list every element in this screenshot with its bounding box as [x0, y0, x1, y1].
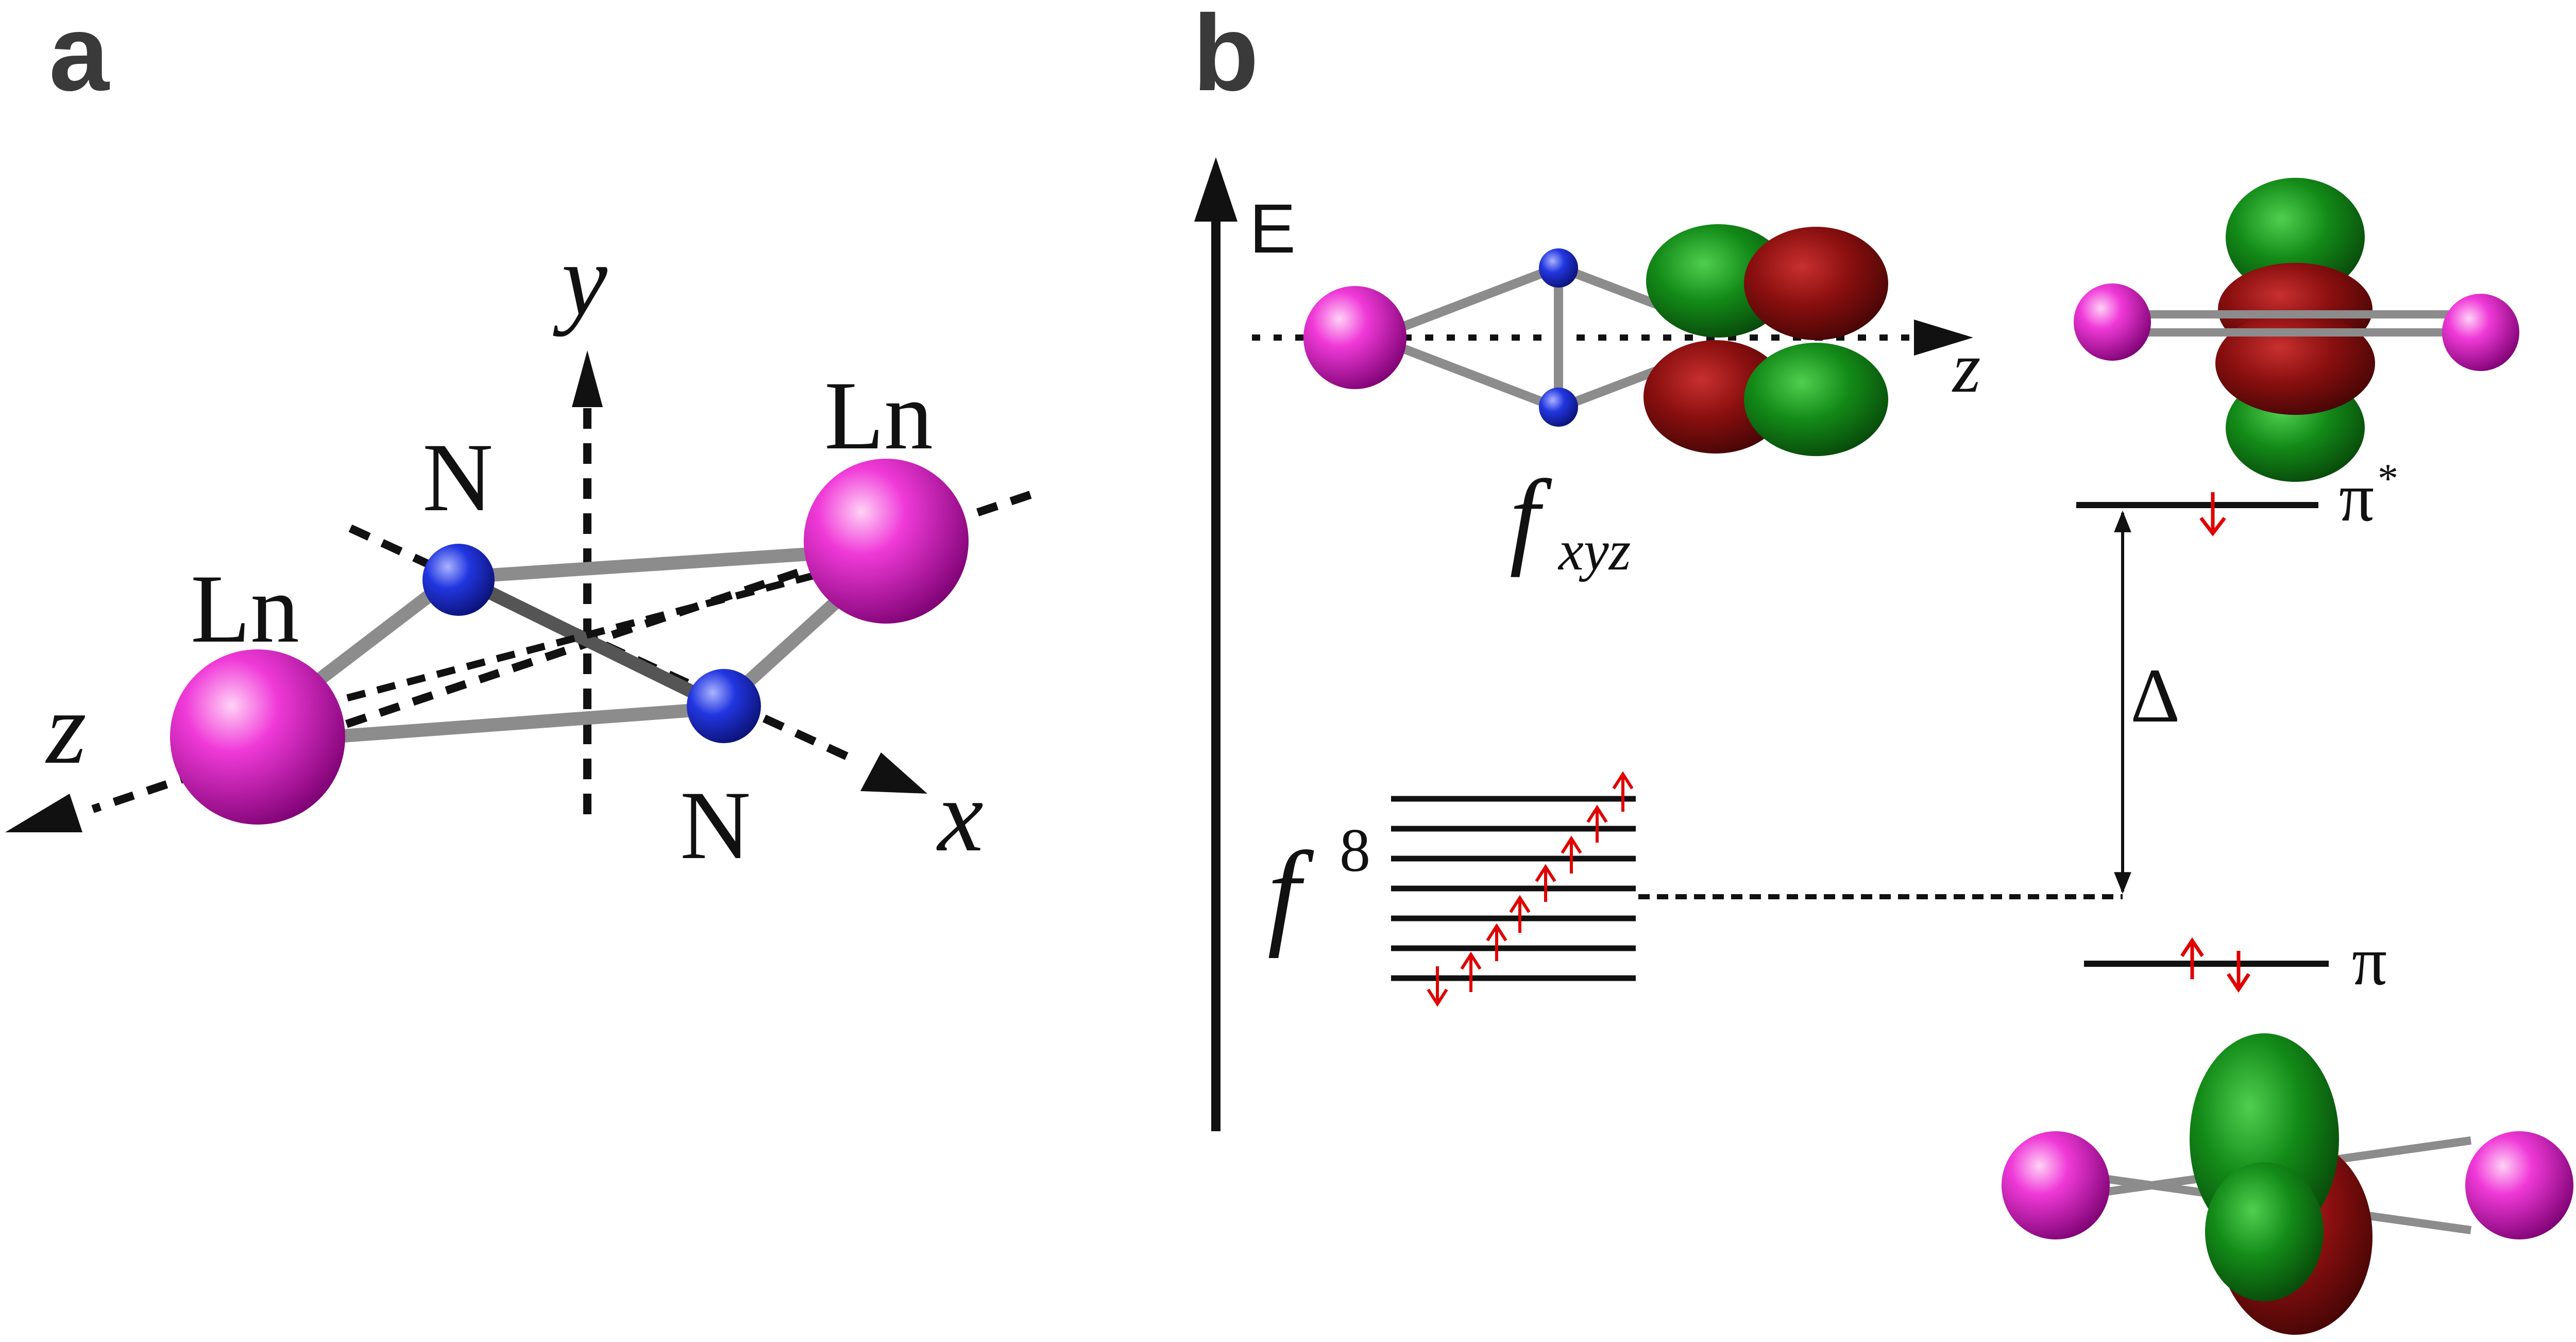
electron-spin-arrow-icon [1427, 966, 1448, 1007]
fxyz-label-main: f [1510, 458, 1552, 578]
energy-axis-label: E [1249, 190, 1296, 267]
y-axis [572, 350, 603, 814]
orbital-lobe-icon [1643, 340, 1788, 454]
x-axis [348, 524, 927, 794]
ln-atom-icon [2074, 283, 2151, 361]
n-atom-icon [1539, 388, 1578, 427]
pi-label: π [2352, 923, 2387, 1000]
y-axis-label: y [553, 223, 607, 337]
n-atom-icon [1539, 248, 1578, 288]
x-axis-arrowhead [860, 752, 927, 794]
y-axis-arrowhead [572, 350, 603, 407]
ln-atom-icon [1303, 286, 1406, 389]
z-axis-arrowhead [5, 794, 82, 832]
pi-star-label: π [2339, 459, 2374, 536]
x-axis-label: x [936, 759, 984, 873]
electron-spin-arrow-icon [1509, 895, 1531, 933]
electron-spin-arrow-icon [1586, 804, 1608, 843]
panel-a: a Ln Ln N N [5, 0, 1032, 880]
z-axis-arrowhead-b [1914, 320, 1973, 356]
orbital-lobe-icon [1744, 343, 1888, 456]
pi-star-orbital-picture [2074, 178, 2519, 482]
n-atom-icon [422, 544, 495, 616]
ln-atom-icon [2002, 1131, 2110, 1239]
orbital-lobe-icon [2205, 1162, 2324, 1301]
n-bottom-label: N [680, 771, 751, 880]
z-axis-label-b: z [1952, 328, 1980, 408]
electron-spin-arrow-icon [2180, 937, 2204, 979]
ln-right-label: Ln [824, 362, 933, 470]
f8-label-sup: 8 [1340, 816, 1370, 884]
fxyz-orbital-picture [1252, 224, 1973, 456]
electron-spin-arrow-icon [1535, 864, 1556, 902]
n-atom-icon [687, 669, 761, 743]
f8-electrons [1427, 771, 1634, 1007]
energy-axis [1194, 157, 1238, 1131]
ln-atom-icon [2465, 1131, 2573, 1239]
fxyz-label-sub: xyz [1557, 519, 1631, 582]
pi-star-sup: * [2378, 456, 2398, 501]
ln-atom-icon [2442, 294, 2519, 371]
f8-label: f 8 [1267, 816, 1370, 959]
electron-spin-arrow-icon [1561, 835, 1582, 874]
electron-spin-arrow-icon [1460, 951, 1482, 992]
orbital-lobe-icon [2215, 312, 2375, 415]
orbital-lobe-icon [1744, 227, 1888, 340]
electron-spin-arrow-icon [2227, 951, 2250, 993]
z-axis-label: z [45, 672, 87, 785]
f8-levels [1391, 796, 1636, 981]
gap-label: Δ [2130, 653, 2180, 739]
electron-spin-arrow-icon [1486, 923, 1507, 961]
f8-label-main: f [1267, 827, 1314, 959]
electron-spin-arrow-icon [2199, 492, 2226, 536]
fxyz-label: f xyz [1510, 458, 1631, 582]
ln-left-label: Ln [191, 555, 299, 663]
energy-axis-arrowhead [1194, 157, 1238, 222]
n-top-label: N [422, 424, 493, 532]
ln-atom-icon [804, 459, 969, 624]
panel-a-label: a [49, 0, 110, 113]
electron-spin-arrow-icon [1612, 771, 1634, 812]
ln-atom-icon [170, 649, 345, 825]
pi-orbital-picture [2002, 1033, 2573, 1335]
panel-b: b E z f xyz [1193, 0, 2573, 1335]
panel-b-label: b [1193, 0, 1259, 113]
orbital-lobe-icon [2226, 178, 2365, 296]
